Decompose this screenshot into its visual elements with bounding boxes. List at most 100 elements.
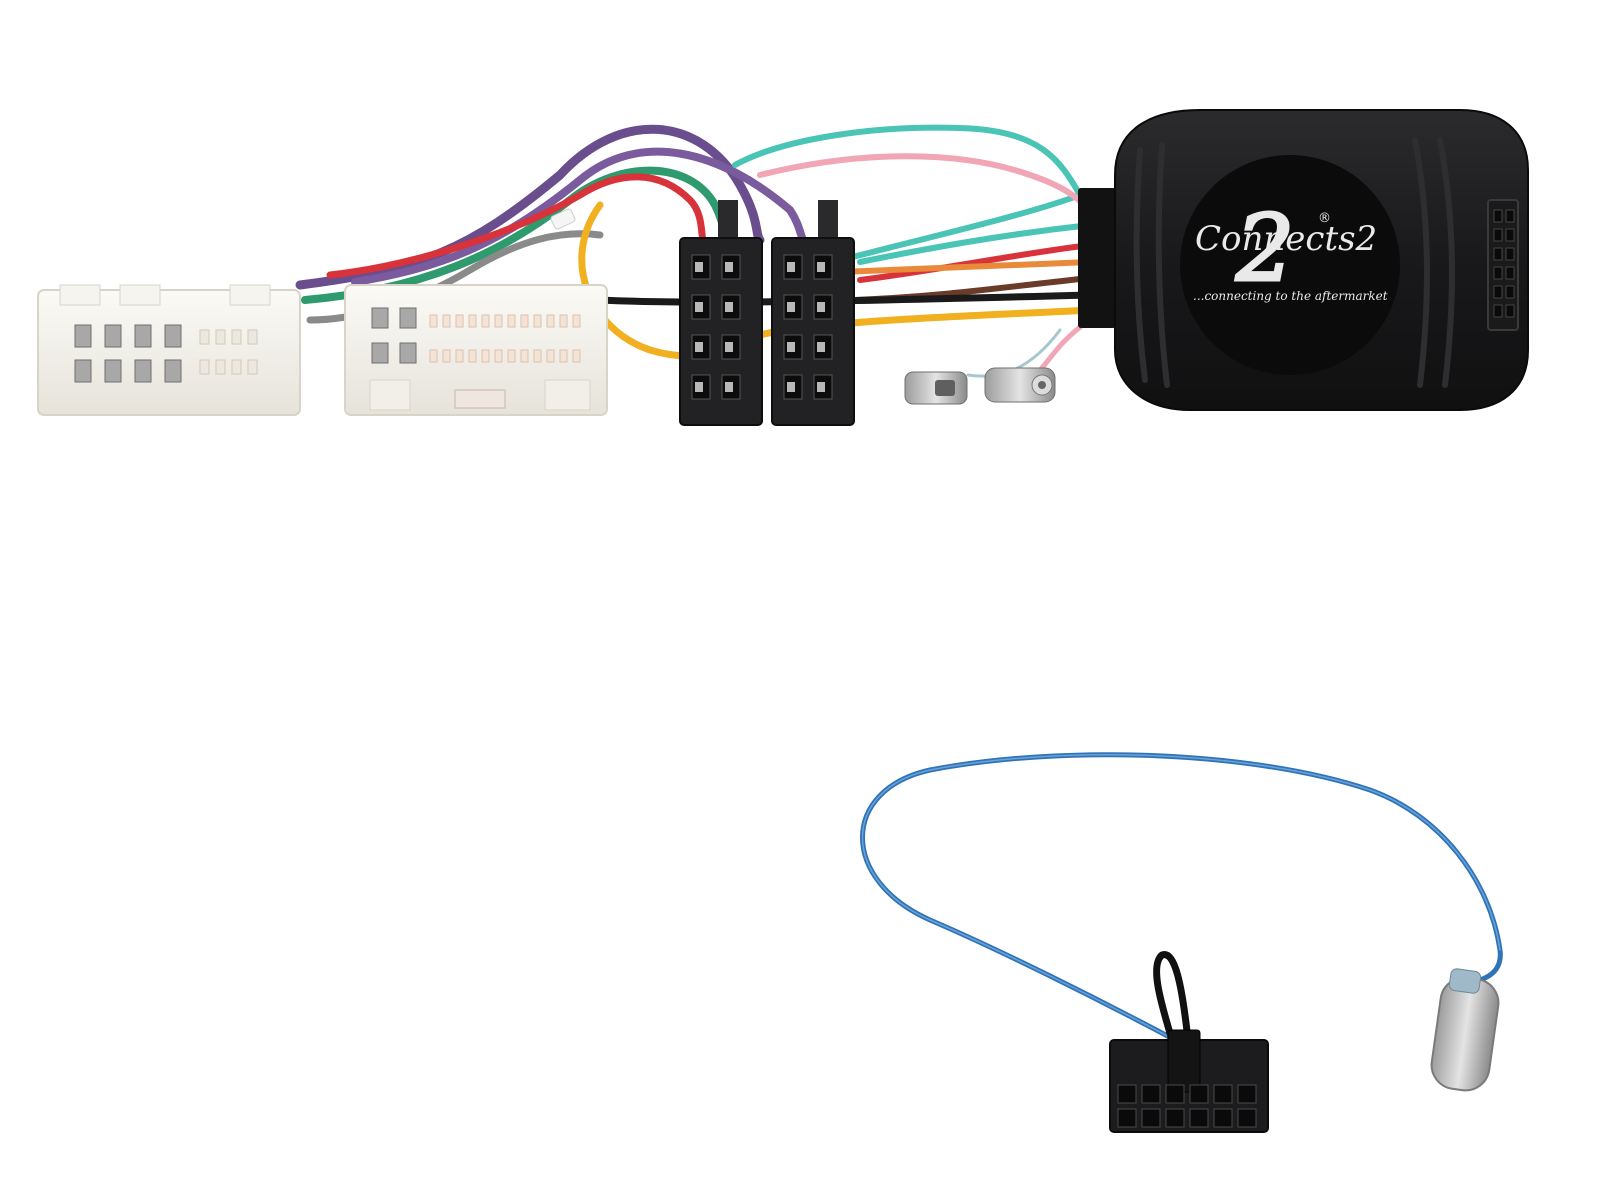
empty-pin bbox=[559, 349, 568, 363]
port-pins bbox=[1493, 209, 1515, 318]
empty-pin bbox=[481, 314, 490, 328]
wire-red-2 bbox=[857, 242, 1093, 283]
empty-pin bbox=[520, 314, 529, 328]
molex-cell bbox=[1237, 1084, 1257, 1104]
empty-pin bbox=[199, 329, 210, 345]
connector-pins bbox=[74, 324, 258, 383]
empty-pin bbox=[231, 329, 242, 345]
iso-contact bbox=[787, 342, 795, 352]
black-iso-connector-pair bbox=[679, 200, 855, 426]
empty-pin bbox=[572, 314, 581, 328]
iso-contact bbox=[817, 302, 825, 312]
port-cell bbox=[1505, 209, 1515, 223]
port-cell bbox=[1493, 228, 1503, 242]
patch-lead-blue bbox=[860, 752, 1503, 1044]
wire-purple-2 bbox=[351, 147, 809, 286]
empty-pin bbox=[215, 329, 226, 345]
molex-12pin-connector bbox=[1109, 1029, 1269, 1133]
port-cell bbox=[1505, 304, 1515, 318]
molex-cell bbox=[1237, 1108, 1257, 1128]
brand-logo-text: Connects2 bbox=[1195, 219, 1377, 259]
iso-contact bbox=[725, 302, 733, 312]
empty-pin bbox=[546, 314, 555, 328]
molex-cell bbox=[1213, 1108, 1233, 1128]
wire-pink bbox=[757, 153, 1093, 213]
empty-pin bbox=[247, 359, 258, 375]
empty-pin bbox=[494, 314, 503, 328]
metal-pin bbox=[399, 342, 417, 364]
iso-contact bbox=[695, 262, 703, 272]
empty-pin bbox=[559, 314, 568, 328]
empty-pin bbox=[507, 314, 516, 328]
brand-two: 2 bbox=[1235, 195, 1295, 302]
empty-pin bbox=[468, 349, 477, 363]
empty-pin bbox=[507, 349, 516, 363]
port-cell bbox=[1493, 304, 1503, 318]
antenna-plug-male bbox=[904, 371, 968, 405]
empty-pin bbox=[455, 349, 464, 363]
iso-contact bbox=[725, 382, 733, 392]
white-vehicle-connector-left bbox=[37, 284, 301, 416]
port-cell bbox=[1505, 247, 1515, 261]
antenna-adaptor-plugs bbox=[904, 367, 1056, 405]
wire-orange bbox=[837, 259, 1093, 275]
molex-cell bbox=[1141, 1084, 1161, 1104]
tagline: ...connecting to the aftermarket bbox=[1193, 289, 1388, 303]
molex-pins bbox=[1117, 1084, 1257, 1128]
iso-contact bbox=[787, 262, 795, 272]
molex-cell bbox=[1213, 1084, 1233, 1104]
metal-pin bbox=[134, 359, 152, 383]
empty-pin bbox=[520, 349, 529, 363]
iso-contact bbox=[817, 382, 825, 392]
iso-contact bbox=[695, 342, 703, 352]
empty-pin bbox=[429, 349, 438, 363]
metal-pin bbox=[399, 307, 417, 329]
port-cell bbox=[1505, 266, 1515, 280]
metal-pin bbox=[104, 324, 122, 348]
metal-pin bbox=[164, 359, 182, 383]
port-cell bbox=[1493, 247, 1503, 261]
metal-pin bbox=[74, 324, 92, 348]
empty-pin bbox=[442, 349, 451, 363]
module-label-disc bbox=[1180, 155, 1400, 375]
iso-contact bbox=[695, 302, 703, 312]
empty-pin bbox=[481, 349, 490, 363]
port-cell bbox=[1493, 209, 1503, 223]
brand-logo: 2 Connects2 ® ...connecting to the after… bbox=[1193, 194, 1388, 304]
metal-pin bbox=[371, 342, 389, 364]
metal-pin bbox=[134, 324, 152, 348]
registered-mark: ® bbox=[1318, 211, 1331, 226]
molex-cell bbox=[1165, 1108, 1185, 1128]
molex-cell bbox=[1141, 1108, 1161, 1128]
empty-pin bbox=[455, 314, 464, 328]
wire-teal bbox=[732, 124, 1085, 265]
antenna-plug-female bbox=[984, 367, 1056, 403]
wire-red bbox=[326, 173, 709, 279]
molex-cell bbox=[1165, 1084, 1185, 1104]
connector-pins bbox=[371, 307, 581, 364]
cable-tie bbox=[550, 208, 576, 230]
empty-pin bbox=[231, 359, 242, 375]
molex-latch-wire bbox=[1153, 951, 1192, 1044]
empty-pin bbox=[533, 314, 542, 328]
empty-pin bbox=[199, 359, 210, 375]
empty-pin bbox=[215, 359, 226, 375]
empty-pin bbox=[247, 329, 258, 345]
metal-pin bbox=[74, 359, 92, 383]
wire-teal-2 bbox=[857, 222, 1093, 265]
iso-contact bbox=[725, 262, 733, 272]
port-cell bbox=[1505, 285, 1515, 299]
metal-pin bbox=[371, 307, 389, 329]
empty-pin bbox=[533, 349, 542, 363]
empty-pin bbox=[494, 349, 503, 363]
port-cell bbox=[1505, 228, 1515, 242]
metal-pin bbox=[104, 359, 122, 383]
antenna-plug-female-bottom bbox=[1430, 968, 1500, 1092]
molex-cell bbox=[1117, 1084, 1137, 1104]
empty-pin bbox=[572, 349, 581, 363]
interface-module: 2 Connects2 ® ...connecting to the after… bbox=[1078, 109, 1529, 411]
iso-contact bbox=[787, 382, 795, 392]
iso-contact bbox=[817, 342, 825, 352]
molex-cell bbox=[1117, 1108, 1137, 1128]
